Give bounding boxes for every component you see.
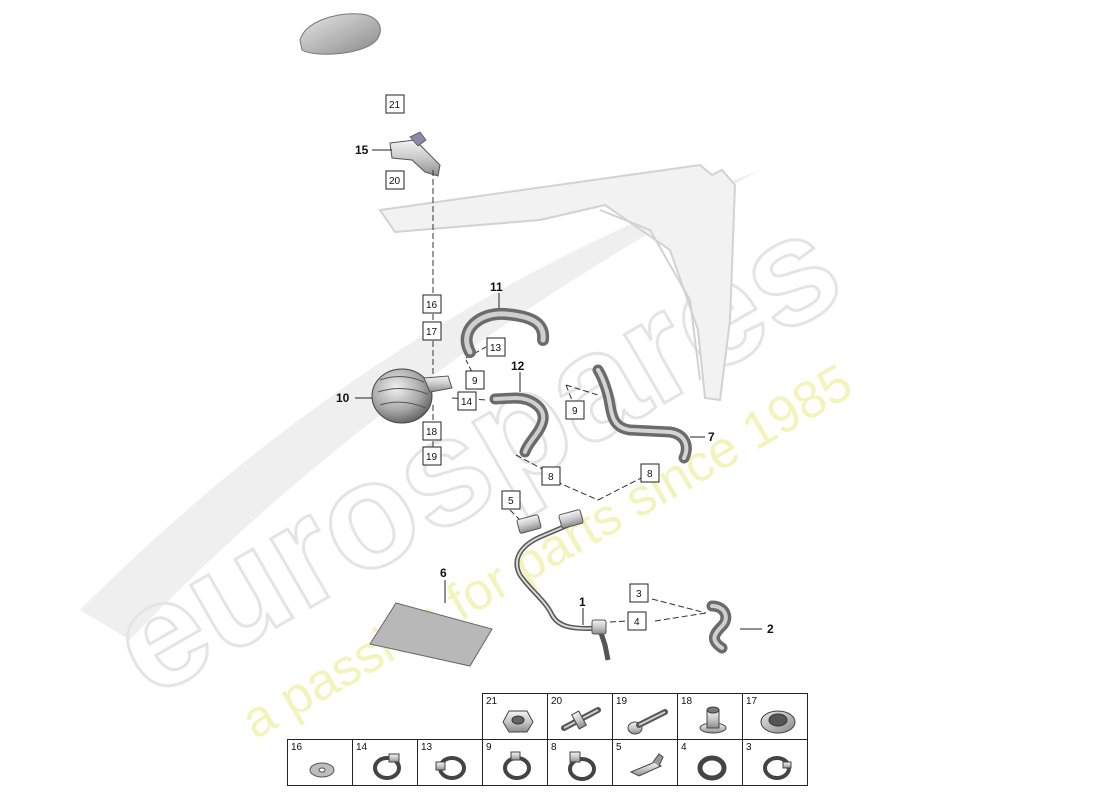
svg-text:19: 19	[426, 452, 438, 463]
ref-box-20: 20	[385, 170, 405, 190]
callout-2: 2	[767, 622, 774, 636]
svg-text:16: 16	[426, 300, 438, 311]
ref-box-9a: 9	[465, 370, 485, 390]
ref-box-18: 18	[422, 421, 442, 441]
ref-box-8b: 8	[640, 463, 660, 483]
screw-icon	[627, 709, 668, 735]
callout-10: 10	[336, 391, 350, 405]
part-number: 17	[746, 696, 758, 707]
svg-text:5: 5	[508, 496, 514, 507]
part-number: 9	[486, 742, 492, 753]
part-number: 8	[551, 742, 557, 753]
svg-text:4: 4	[634, 617, 640, 628]
ref-box-9b: 9	[565, 400, 585, 420]
table-cell: 19	[612, 693, 677, 739]
table-cell: 16	[287, 739, 352, 786]
callout-6: 6	[440, 566, 447, 580]
part-number: 21	[486, 696, 498, 707]
ref-box-19: 19	[422, 446, 442, 466]
part-number: 18	[681, 696, 693, 707]
svg-text:8: 8	[548, 472, 554, 483]
part-number: 13	[421, 742, 433, 753]
insulation-plate-part	[369, 602, 493, 667]
ref-box-13: 13	[486, 337, 506, 357]
ref-box-16: 16	[422, 294, 442, 314]
small-parts-row-bottom: 16 14 13 9	[287, 739, 812, 786]
ref-box-8a: 8	[541, 466, 561, 486]
grommet-icon	[760, 710, 796, 734]
part-number: 3	[746, 742, 752, 753]
table-cell: 20	[547, 693, 612, 739]
svg-text:8: 8	[647, 469, 653, 480]
ref-box-4: 4	[627, 611, 647, 631]
vacuum-reservoir-part	[371, 368, 453, 424]
rubber-pad-part	[299, 13, 381, 55]
small-parts-row-top: 21 20 19 18	[482, 693, 812, 739]
ref-box-5: 5	[501, 490, 521, 510]
stud-bolt-icon	[561, 707, 601, 731]
hose-clamp-icon	[697, 755, 727, 781]
ref-box-21: 21	[385, 94, 405, 114]
table-cell: 5	[612, 739, 677, 786]
clip-icon	[629, 753, 664, 777]
hose-clamp-icon	[503, 751, 531, 780]
watermark: eurospares a passion for parts since 198…	[80, 170, 868, 750]
part-number: 14	[356, 742, 368, 753]
hose-clamp-icon	[373, 753, 401, 780]
svg-text:3: 3	[636, 589, 642, 600]
hose-clamp-icon	[568, 751, 596, 781]
table-cell: 9	[482, 739, 547, 786]
part-number: 19	[616, 696, 628, 707]
nut-icon	[502, 710, 534, 733]
spacer-icon	[699, 706, 727, 734]
svg-text:18: 18	[426, 427, 438, 438]
part-number: 4	[681, 742, 687, 753]
svg-text:9: 9	[572, 406, 578, 417]
part-number: 5	[616, 742, 622, 753]
svg-text:21: 21	[389, 100, 401, 111]
mounting-bracket-ghost	[378, 163, 737, 402]
boxed-refs: 21 20 16 17 13 9 14 18 19 9 8 8 5 3 4	[385, 94, 660, 631]
table-cell: 17	[742, 693, 808, 739]
callout-15: 15	[355, 143, 369, 157]
hose-clamp-icon	[435, 756, 466, 780]
table-cell: 21	[482, 693, 547, 739]
holder-bracket-part	[389, 131, 441, 177]
ref-box-14: 14	[457, 391, 477, 411]
callout-11: 11	[490, 280, 503, 294]
vacuum-pipe-part	[514, 509, 611, 661]
table-cell: 14	[352, 739, 417, 786]
table-cell: 8	[547, 739, 612, 786]
part-number: 20	[551, 696, 563, 707]
callout-numbers: 15 10 11 12 7 6 1 2	[336, 143, 774, 636]
svg-text:20: 20	[389, 176, 401, 187]
ref-box-17: 17	[422, 321, 442, 341]
table-cell: 3	[742, 739, 808, 786]
svg-text:9: 9	[472, 376, 478, 387]
svg-text:17: 17	[426, 327, 438, 338]
callout-1: 1	[579, 595, 586, 609]
callout-7: 7	[708, 430, 715, 444]
table-cell: 4	[677, 739, 742, 786]
ref-box-3: 3	[629, 583, 649, 603]
table-cell: 18	[677, 693, 742, 739]
svg-text:13: 13	[490, 343, 502, 354]
table-cell: 13	[417, 739, 482, 786]
svg-text:14: 14	[461, 397, 473, 408]
small-parts-table: 21 20 19 18	[287, 693, 812, 786]
washer-icon	[309, 762, 335, 778]
part-number: 16	[291, 742, 303, 753]
watermark-swoosh	[80, 170, 760, 640]
callout-12: 12	[511, 359, 525, 373]
hose-clamp-icon	[763, 756, 792, 780]
